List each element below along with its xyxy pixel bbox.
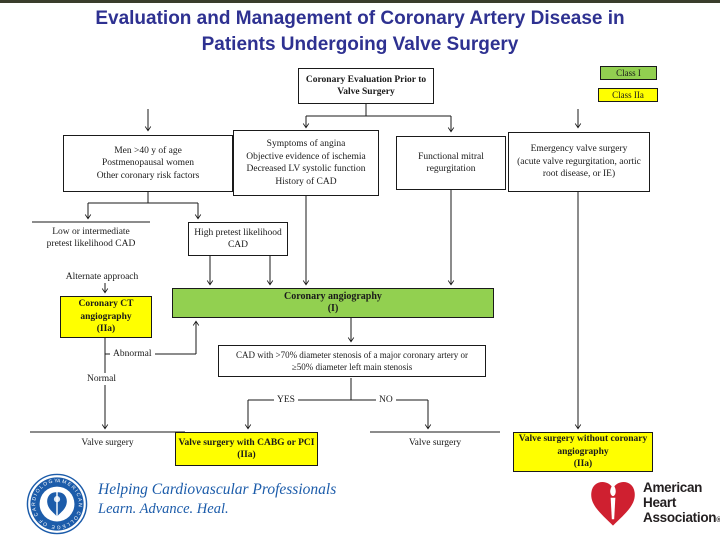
label-yes: YES xyxy=(274,394,298,406)
slide-title-line1: Evaluation and Management of Coronary Ar… xyxy=(95,8,625,29)
aha-word-american: American xyxy=(643,480,703,495)
label-valve-surgery-right: Valve surgery xyxy=(370,437,500,449)
box-line: Objective evidence of ischemia xyxy=(246,151,366,162)
box-line: angiography xyxy=(80,311,132,322)
aha-word-association: Association® xyxy=(643,510,720,525)
label-no: NO xyxy=(376,394,396,406)
box-line: Postmenopausal women xyxy=(101,158,195,169)
box-line: regurgitation xyxy=(426,164,476,174)
box-functional-mitral: Functional mitral regurgitation xyxy=(396,136,506,190)
box-line: Coronary Evaluation Prior to xyxy=(305,74,427,85)
label-valve-surgery-left: Valve surgery xyxy=(30,437,185,449)
label-line: Valve surgery xyxy=(408,438,462,448)
label-alternate-approach: Alternate approach xyxy=(52,271,152,283)
box-coronary-ct-angiography: Coronary CT angiography (IIa) xyxy=(60,296,152,338)
legend-class-i-label: Class I xyxy=(616,68,641,78)
box-line: Valve surgery without coronary xyxy=(518,434,648,445)
box-symptoms: Symptoms of angina Objective evidence of… xyxy=(233,130,379,196)
label-normal: Normal xyxy=(84,373,120,385)
box-line: (IIa) xyxy=(573,459,593,470)
box-line: root disease, or IE) xyxy=(542,169,616,180)
box-line: (I) xyxy=(327,303,339,314)
aha-wordmark: American Heart Association® xyxy=(643,480,720,528)
acc-seal-icon: AMERICAN COLLEGE OF CARDIOLOGY xyxy=(26,473,88,535)
label-line: Alternate approach xyxy=(65,272,139,282)
box-line: Emergency valve surgery xyxy=(530,144,628,155)
acc-tagline-line2: Learn. Advance. Heal. xyxy=(98,501,229,517)
label-line: NO xyxy=(379,395,393,405)
box-line: (acute valve regurgitation, aortic xyxy=(517,156,641,167)
box-line: Functional mitral xyxy=(418,151,484,162)
box-line: History of CAD xyxy=(275,176,337,187)
box-line: Decreased LV systolic function xyxy=(246,164,366,174)
legend-class-iia-label: Class IIa xyxy=(612,90,644,100)
aha-heart-icon xyxy=(591,482,635,526)
legend-class-iia: Class IIa xyxy=(598,88,658,102)
box-line: ≥50% diameter left main stenosis xyxy=(291,362,413,372)
label-line: Low or intermediate xyxy=(52,227,130,237)
label-abnormal: Abnormal xyxy=(110,348,155,360)
box-line: High pretest likelihood xyxy=(194,227,282,238)
label-line: pretest likelihood CAD xyxy=(46,239,136,249)
box-valve-surgery-cabg-pci: Valve surgery with CABG or PCI (IIa) xyxy=(175,432,318,466)
label-line: Abnormal xyxy=(113,349,152,359)
box-line: CAD with >70% diameter stenosis of a maj… xyxy=(235,349,468,360)
box-emergency-valve-surgery: Emergency valve surgery (acute valve reg… xyxy=(508,132,650,192)
slide-top-border xyxy=(0,0,720,3)
box-line: Men >40 y of age xyxy=(114,145,182,156)
box-line: Valve surgery with CABG or PCI xyxy=(178,437,315,448)
box-valve-surgery-no-angio: Valve surgery without coronary angiograp… xyxy=(513,432,653,472)
acc-tagline: Helping Cardiovascular Professionals Lea… xyxy=(98,480,336,519)
label-low-intermediate-pretest: Low or intermediate pretest likelihood C… xyxy=(32,226,150,250)
box-line: Coronary CT xyxy=(78,299,134,310)
box-coronary-evaluation: Coronary Evaluation Prior to Valve Surge… xyxy=(298,68,434,104)
slide-title-line2: Patients Undergoing Valve Surgery xyxy=(201,34,519,55)
box-line: Valve Surgery xyxy=(337,87,395,97)
aha-registered-mark: ® xyxy=(716,517,720,524)
box-coronary-angiography: Coronary angiography (I) xyxy=(172,288,494,318)
label-line: YES xyxy=(277,395,295,405)
box-line: angiography xyxy=(557,446,609,457)
label-line: Normal xyxy=(87,374,117,384)
box-line: (IIa) xyxy=(237,450,256,460)
box-cad-stenosis: CAD with >70% diameter stenosis of a maj… xyxy=(218,345,486,377)
slide-title: Evaluation and Management of Coronary Ar… xyxy=(0,6,720,58)
box-line: Symptoms of angina xyxy=(266,139,346,149)
acc-tagline-line1: Helping Cardiovascular Professionals xyxy=(98,481,337,498)
box-risk-factors: Men >40 y of age Postmenopausal women Ot… xyxy=(63,135,233,192)
aha-word-heart: Heart xyxy=(643,495,677,510)
box-line: CAD xyxy=(227,240,249,250)
legend-class-i: Class I xyxy=(600,66,657,80)
label-line: Valve surgery xyxy=(81,438,134,448)
box-line: (IIa) xyxy=(96,324,116,335)
box-high-pretest: High pretest likelihood CAD xyxy=(188,222,288,256)
box-line: Other coronary risk factors xyxy=(96,170,200,181)
box-line: Coronary angiography xyxy=(284,290,382,302)
